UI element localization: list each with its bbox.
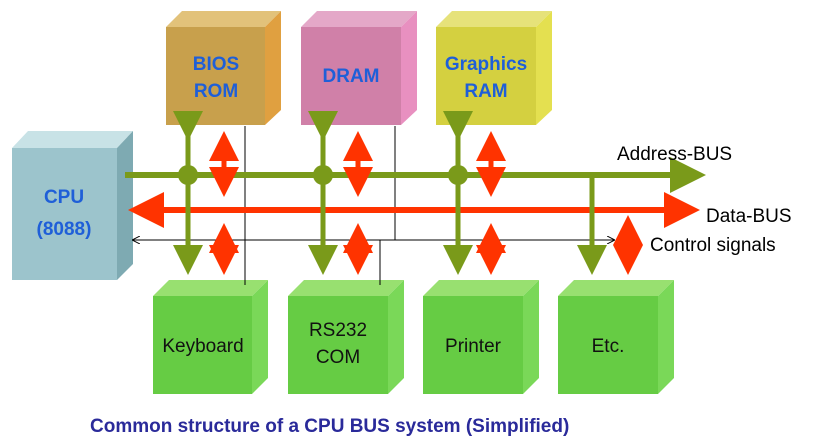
graphics-ram-label-line2: RAM [464,81,507,102]
control-drop-lines [244,126,396,285]
address-bus-label: Address-BUS [617,144,732,165]
address-connectors [173,111,607,275]
cpu-label: CPU [44,187,84,208]
keyboard-box: Keyboard [153,280,268,394]
cpu-model-label: (8088) [37,219,92,240]
control-signals-label: Control signals [650,235,776,256]
rs232-com-box: RS232 COM [288,280,404,394]
graphics-ram-box: Graphics RAM [436,11,552,125]
cpu-box: CPU (8088) [12,131,133,280]
printer-label: Printer [445,336,502,357]
bios-rom-box: BIOS ROM [166,11,281,125]
graphics-ram-label-line1: Graphics [445,54,527,75]
etc-label: Etc. [592,336,625,357]
keyboard-label: Keyboard [162,336,243,357]
data-bus-label: Data-BUS [706,206,792,227]
etc-box: Etc. [558,280,674,394]
rs232-label-line1: RS232 [309,320,367,341]
data-connectors [209,131,643,275]
address-junctions [178,165,468,185]
printer-box: Printer [423,280,539,394]
diagram-caption: Common structure of a CPU BUS system (Si… [90,416,569,437]
bios-rom-label-line2: ROM [194,81,238,102]
bios-rom-label-line1: BIOS [193,54,239,75]
dram-box: DRAM [301,11,417,125]
dram-label: DRAM [323,66,380,87]
rs232-label-line2: COM [316,347,360,368]
